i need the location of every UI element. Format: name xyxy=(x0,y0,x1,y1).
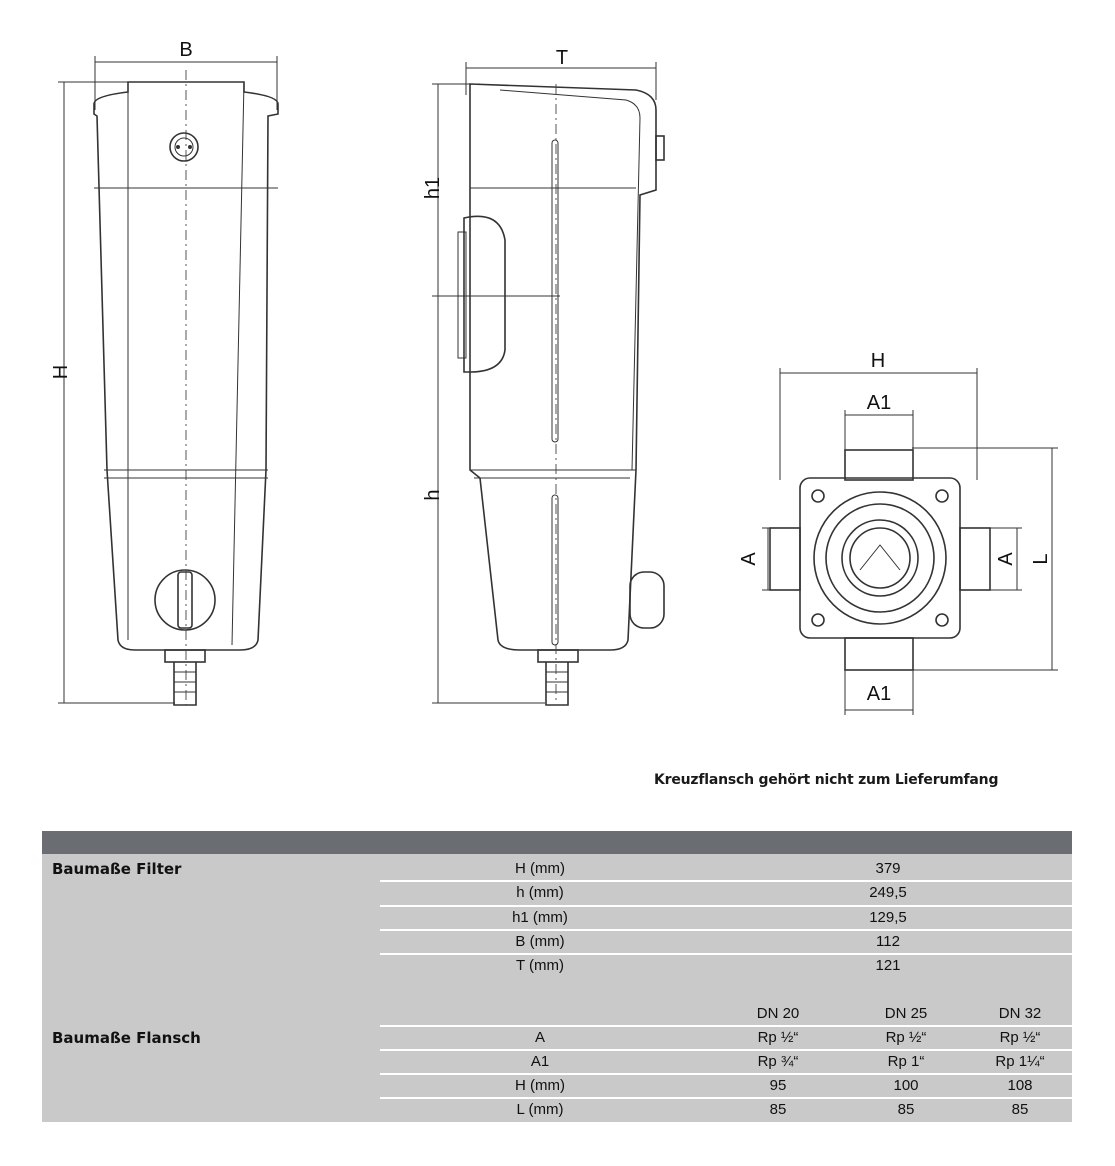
dim-label-a-right: A xyxy=(995,552,1017,566)
table-row: h1 (mm) 129,5 xyxy=(380,907,1072,931)
dimensions-table: Baumaße Filter H (mm) 379 h (mm) 249,5 h… xyxy=(42,831,1072,1122)
dim-label-a-left: A xyxy=(738,552,760,566)
dim-label-h-side: h xyxy=(422,489,444,500)
table-row: T (mm) 121 xyxy=(380,955,1072,979)
section-title-flansch: Baumaße Flansch xyxy=(52,1029,201,1047)
row-value: 95 xyxy=(769,1077,787,1094)
row-label: h (mm) xyxy=(516,884,564,901)
row-value: 85 xyxy=(769,1101,787,1118)
row-separator xyxy=(380,1097,1072,1099)
row-value: 112 xyxy=(876,933,900,950)
row-value: Rp ¾“ xyxy=(757,1053,799,1070)
row-value: 85 xyxy=(1011,1101,1029,1118)
row-value: 108 xyxy=(1007,1077,1033,1094)
row-separator xyxy=(380,880,1072,882)
dim-label-flange-h: H xyxy=(871,350,885,372)
scope-note: Kreuzflansch gehört nicht zum Lieferumfa… xyxy=(654,772,999,788)
front-view: B H xyxy=(50,39,279,706)
table-row: A1 Rp ¾“ Rp 1“ Rp 1¼“ xyxy=(380,1051,1072,1075)
row-separator xyxy=(380,905,1072,907)
row-value: Rp ½“ xyxy=(885,1029,927,1046)
row-label: H (mm) xyxy=(515,860,565,877)
row-label: A xyxy=(534,1029,545,1046)
table-row: A Rp ½“ Rp ½“ Rp ½“ xyxy=(380,1027,1072,1051)
row-label: h1 (mm) xyxy=(512,909,568,926)
dim-label-t: T xyxy=(556,47,568,69)
flange-columns-header: DN 20 DN 25 DN 32 xyxy=(380,1003,1072,1027)
row-value: 249,5 xyxy=(869,884,907,901)
column-header: DN 20 xyxy=(756,1005,800,1022)
row-value: 100 xyxy=(893,1077,919,1094)
row-label: L (mm) xyxy=(516,1101,564,1118)
flange-view: H A1 A1 A A L xyxy=(738,350,1058,715)
column-header: DN 32 xyxy=(998,1005,1042,1022)
table-row: H (mm) 379 xyxy=(380,858,1072,882)
row-label: A1 xyxy=(530,1053,550,1070)
section-title-filter: Baumaße Filter xyxy=(52,860,182,878)
row-label: B (mm) xyxy=(515,933,565,950)
dim-label-a1-bottom: A1 xyxy=(867,683,891,705)
row-separator xyxy=(380,929,1072,931)
row-value: Rp 1¼“ xyxy=(995,1053,1045,1070)
table-row: B (mm) 112 xyxy=(380,931,1072,955)
row-label: H (mm) xyxy=(515,1077,565,1094)
table-header-bar xyxy=(42,831,1072,854)
row-separator xyxy=(380,1049,1072,1051)
row-value: 121 xyxy=(875,957,901,974)
table-row: L (mm) 85 85 85 xyxy=(380,1099,1072,1123)
row-value: Rp ½“ xyxy=(757,1029,799,1046)
row-separator xyxy=(380,1073,1072,1075)
row-value: 379 xyxy=(875,860,901,877)
dim-label-b: B xyxy=(179,39,192,61)
row-value: 129,5 xyxy=(869,909,907,926)
table-row: H (mm) 95 100 108 xyxy=(380,1075,1072,1099)
row-value: 85 xyxy=(897,1101,915,1118)
row-separator xyxy=(380,953,1072,955)
column-header: DN 25 xyxy=(884,1005,928,1022)
side-view: T h1 h xyxy=(422,47,665,706)
dim-label-h: H xyxy=(50,365,72,379)
technical-drawing: B H T xyxy=(50,39,1058,715)
row-label: T (mm) xyxy=(515,957,565,974)
dim-label-a1-top: A1 xyxy=(867,392,891,414)
row-separator xyxy=(380,1025,1072,1027)
row-value: Rp 1“ xyxy=(887,1053,925,1070)
table-row: h (mm) 249,5 xyxy=(380,882,1072,906)
row-value: Rp ½“ xyxy=(999,1029,1041,1046)
dim-label-h1: h1 xyxy=(422,177,444,199)
dim-label-l: L xyxy=(1030,553,1052,564)
